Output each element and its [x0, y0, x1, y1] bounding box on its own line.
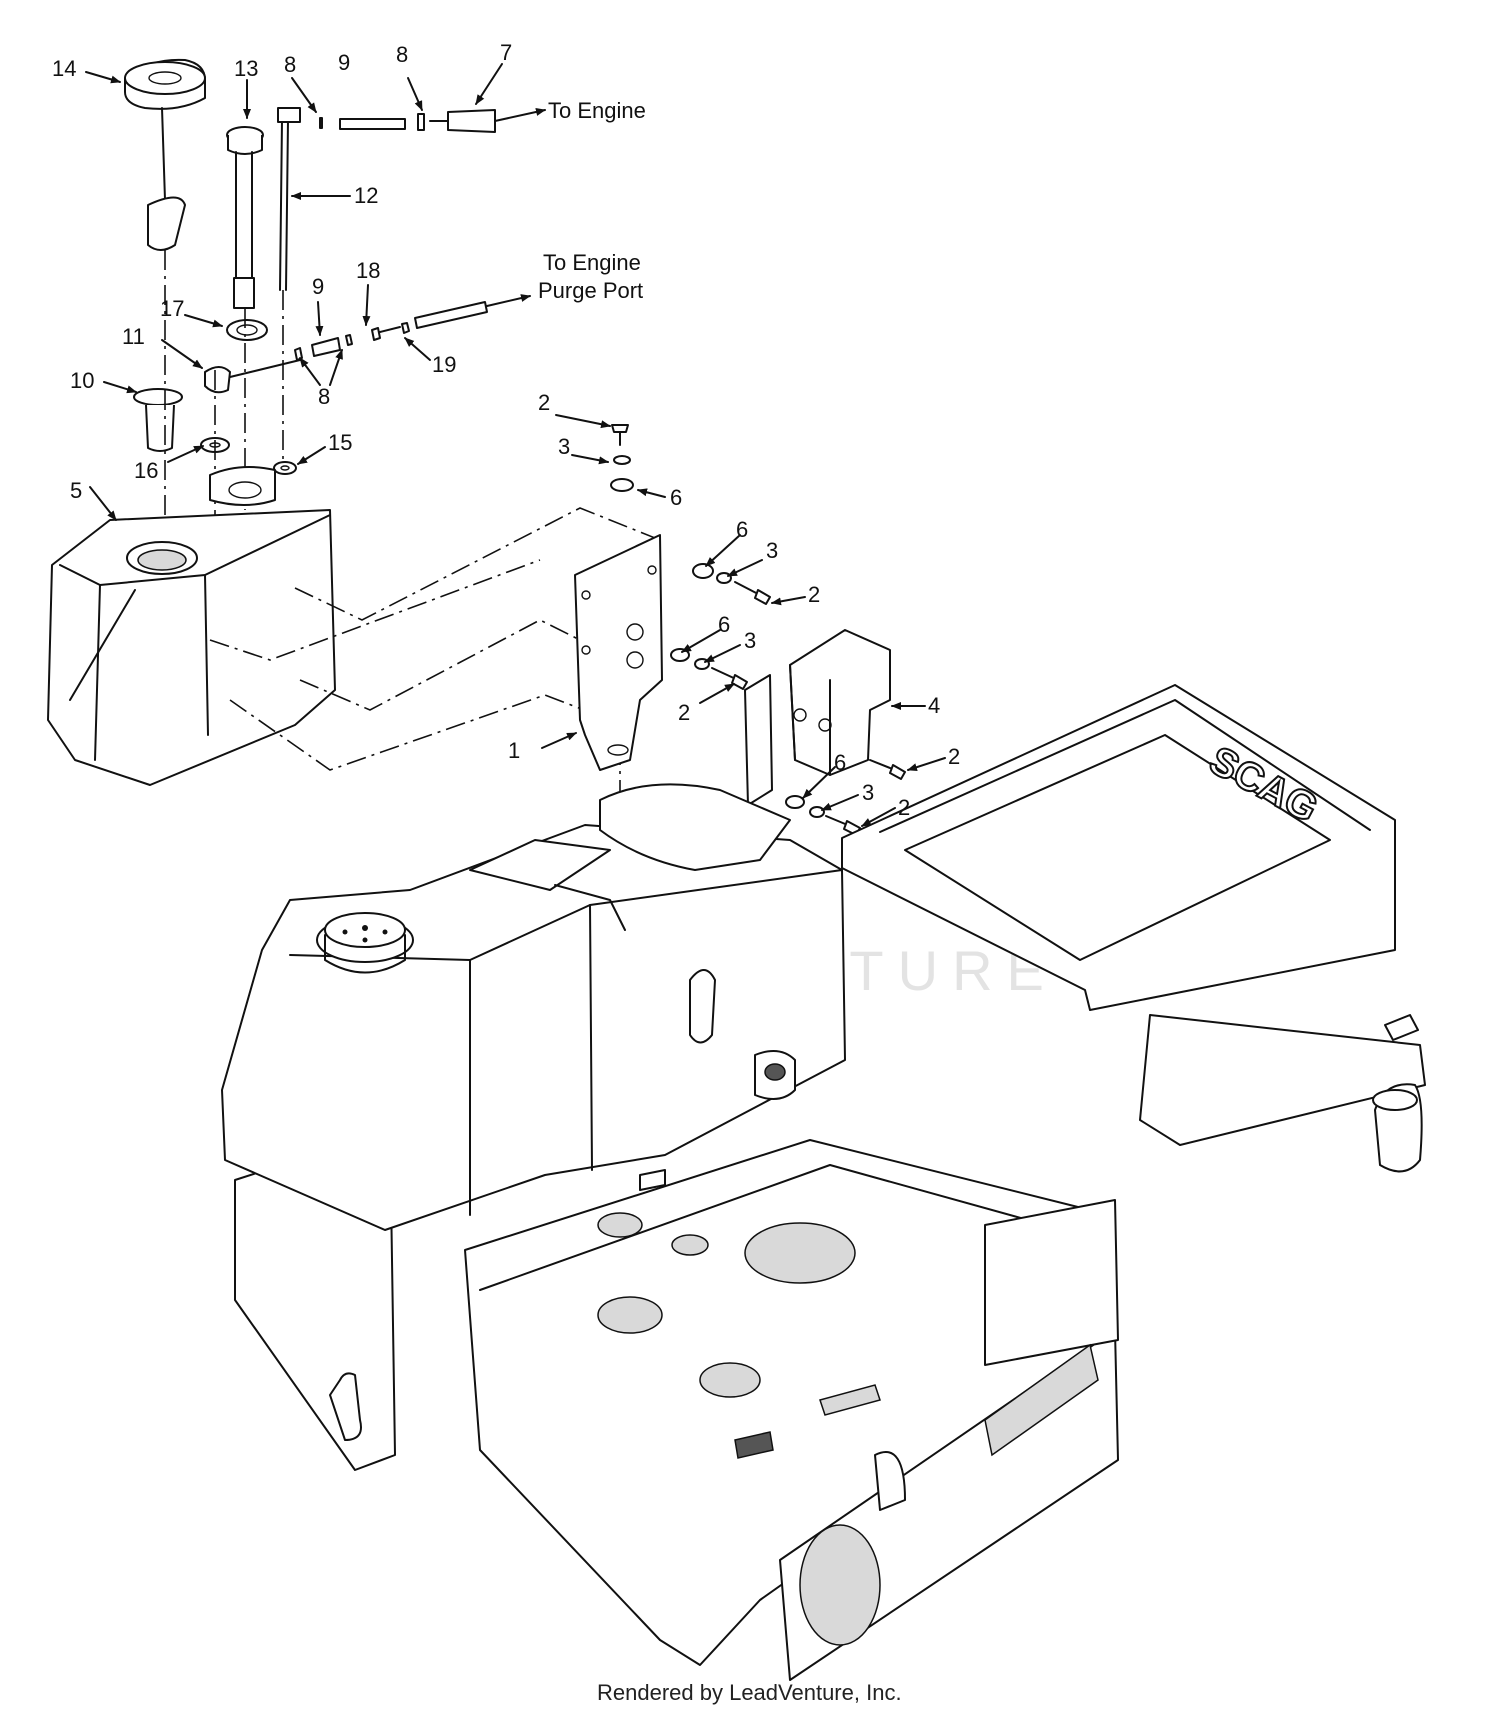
- callout-16: 16: [134, 458, 158, 483]
- callout-18: 18: [356, 258, 380, 283]
- grommet-17: [226, 319, 268, 341]
- callout-2: 2: [678, 700, 690, 725]
- callout-3: 3: [558, 434, 570, 459]
- mount-bracket-4: [744, 629, 891, 806]
- callout-2: 2: [538, 390, 550, 415]
- label-to-engine-purge-2: Purge Port: [538, 278, 643, 303]
- fastener-set-top: [610, 424, 634, 492]
- label-to-engine: To Engine: [548, 98, 646, 123]
- grommet-15: [273, 461, 297, 475]
- callout-9: 9: [338, 50, 350, 75]
- callout-3: 3: [744, 628, 756, 653]
- callout-8: 8: [396, 42, 408, 67]
- fuel-tank-5: [47, 466, 336, 786]
- pickup-tube-12: [277, 107, 301, 291]
- tank-bracket-1: [574, 534, 663, 771]
- callout-3: 3: [862, 780, 874, 805]
- callout-6: 6: [670, 485, 682, 510]
- callout-4: 4: [928, 693, 940, 718]
- label-to-engine-purge-1: To Engine: [543, 250, 641, 275]
- callout-6: 6: [736, 517, 748, 542]
- fuel-cap-14: [124, 58, 206, 251]
- callout-17: 17: [160, 296, 184, 321]
- callout-8: 8: [284, 52, 296, 77]
- leader-arrows: [85, 63, 946, 827]
- callout-19: 19: [432, 352, 456, 377]
- callout-15: 15: [328, 430, 352, 455]
- callout-7: 7: [500, 40, 512, 65]
- callout-11: 11: [122, 324, 145, 349]
- hydraulic-tanks: [221, 783, 846, 1231]
- callout-1: 1: [508, 738, 520, 763]
- callout-10: 10: [70, 368, 94, 393]
- callout-6: 6: [834, 750, 846, 775]
- callout-2: 2: [948, 744, 960, 769]
- fastener-set-middle: [670, 648, 748, 690]
- fuel-strainer-10: [133, 388, 183, 452]
- fastener-set-lower: [785, 795, 861, 836]
- callout-3: 3: [766, 538, 778, 563]
- callout-5: 5: [70, 478, 82, 503]
- callout-2: 2: [808, 582, 820, 607]
- fuel-gauge-sender-13: [226, 126, 264, 309]
- fastener-set-upper: [692, 563, 771, 605]
- callout-9: 9: [312, 274, 324, 299]
- callout-6: 6: [718, 612, 730, 637]
- callout-13: 13: [234, 56, 258, 81]
- fuel-filter-7: [429, 108, 546, 133]
- callout-12: 12: [354, 183, 378, 208]
- callout-14: 14: [52, 56, 76, 81]
- fastener-set-side: [869, 759, 906, 780]
- callout-2: 2: [898, 795, 910, 820]
- footer-credit: Rendered by LeadVenture, Inc.: [597, 1680, 902, 1705]
- callout-labels: 14 13 8 9 8 7 12 9 18 17 11 19 8 10 2 3 …: [52, 40, 960, 820]
- chassis-frame: SCAG: [234, 684, 1426, 1681]
- purge-line-assembly: [204, 294, 531, 394]
- fuel-hose-9-upper: [319, 113, 425, 131]
- callout-8: 8: [318, 384, 330, 409]
